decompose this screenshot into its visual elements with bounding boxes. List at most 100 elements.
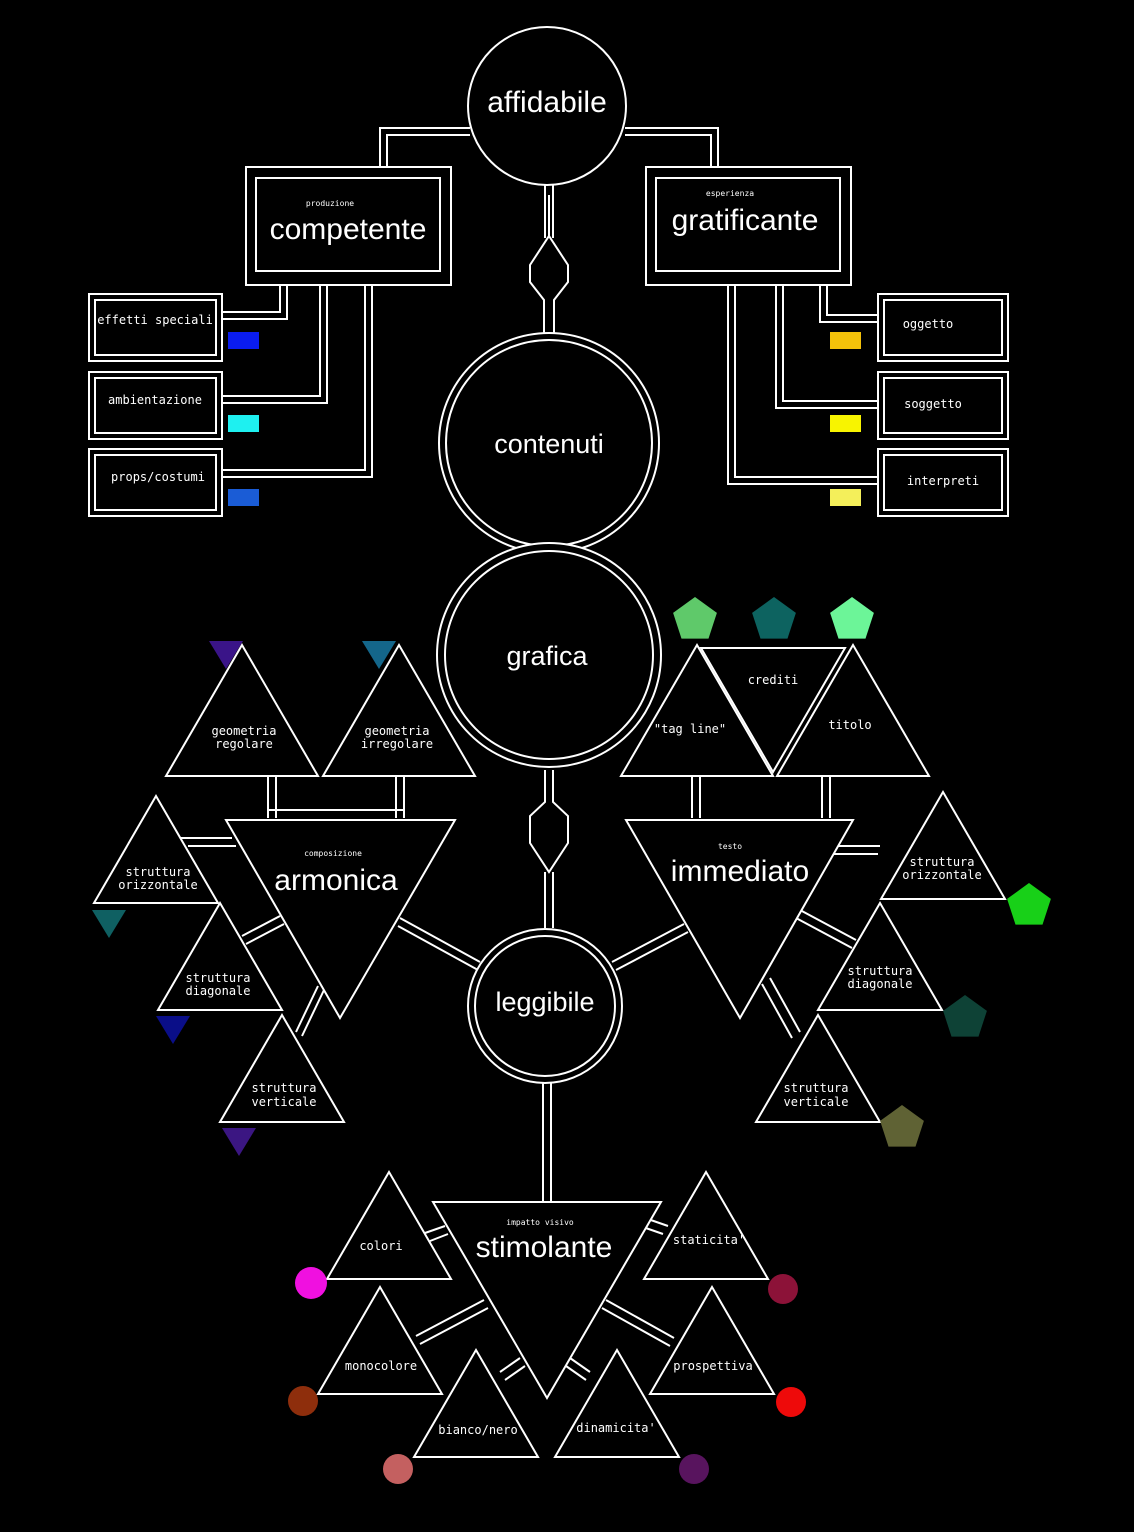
ambientazione-label: ambientazione <box>108 393 202 407</box>
geometria-regolare-marker <box>209 641 243 669</box>
crediti-marker <box>752 597 796 639</box>
prospettiva-label: prospettiva <box>673 1359 752 1373</box>
interpreti-swatch <box>830 489 861 506</box>
geometria-regolare-line2: regolare <box>215 737 273 751</box>
titolo-triangle <box>775 643 931 777</box>
grafica-label: grafica <box>506 641 588 671</box>
staticita-marker <box>768 1274 798 1304</box>
item-soggetto: soggetto <box>830 371 1009 440</box>
struttura-diagonale-imm-line1: struttura <box>847 964 912 978</box>
armonica-triangle <box>224 819 457 1020</box>
contenuti-label: contenuti <box>494 429 604 459</box>
struttura-verticale-imm-triangle <box>754 1013 882 1123</box>
titolo-label: titolo <box>828 718 871 732</box>
geometria-irregolare-marker <box>362 641 396 669</box>
competente-category: produzione <box>306 199 354 208</box>
stimolante-triangle <box>431 1201 663 1400</box>
oggetto-swatch <box>830 332 861 349</box>
struttura-orizzontale-arm-marker <box>92 910 126 938</box>
struttura-orizzontale-imm-line1: struttura <box>909 855 974 869</box>
bianco-nero-marker <box>383 1454 413 1484</box>
effetti-speciali-swatch <box>228 332 259 349</box>
stimolante-label: stimolante <box>476 1231 613 1264</box>
competente-label: competente <box>270 213 427 246</box>
node-affidabile: affidabile <box>467 26 627 186</box>
struttura-verticale-arm-marker <box>222 1128 256 1156</box>
struttura-orizzontale-arm-line2: orizzontale <box>118 878 197 892</box>
soggetto-swatch <box>830 415 861 432</box>
dinamicita-label: dinamicita' <box>576 1421 655 1435</box>
dinamicita-marker <box>679 1454 709 1484</box>
struttura-diagonale-arm-line2: diagonale <box>185 984 250 998</box>
node-leggibile: leggibile <box>467 928 623 1084</box>
geometria-regolare-line1: geometria <box>211 724 276 738</box>
node-gratificante: esperienza gratificante <box>645 166 852 286</box>
prospettiva-triangle <box>648 1285 776 1395</box>
props-costumi-swatch <box>228 489 259 506</box>
gratificante-label: gratificante <box>672 204 819 237</box>
struttura-verticale-arm-line2: verticale <box>251 1095 316 1109</box>
stimolante-cluster: colori staticita' monocolore prospettiva… <box>288 1170 806 1484</box>
prospettiva-marker <box>776 1387 806 1417</box>
soggetto-label: soggetto <box>904 397 962 411</box>
leggibile-label: leggibile <box>495 987 594 1017</box>
armonica-cluster: geometria regolare geometria irregolare … <box>92 641 477 1156</box>
titolo-marker <box>830 597 874 639</box>
item-ambientazione: ambientazione <box>88 371 259 440</box>
bianco-nero-triangle <box>412 1348 540 1458</box>
struttura-verticale-arm-line1: struttura <box>251 1081 316 1095</box>
props-costumi-label: props/costumi <box>111 470 205 484</box>
immediato-triangle <box>624 819 855 1021</box>
monocolore-marker <box>288 1386 318 1416</box>
struttura-verticale-imm-marker <box>880 1105 924 1147</box>
struttura-diagonale-imm-marker <box>943 995 987 1037</box>
node-contenuti: contenuti <box>438 332 660 554</box>
struttura-orizzontale-arm-line1: struttura <box>125 865 190 879</box>
colori-label: colori <box>359 1239 402 1253</box>
immediato-cluster: "tag line" titolo crediti struttura oriz… <box>619 597 1051 1147</box>
colori-marker <box>295 1267 327 1299</box>
struttura-orizzontale-arm-triangle <box>92 794 220 904</box>
ambientazione-swatch <box>228 415 259 432</box>
geometria-irregolare-line1: geometria <box>364 724 429 738</box>
staticita-label: staticita' <box>673 1233 745 1247</box>
geometria-regolare-triangle <box>164 643 320 777</box>
oggetto-label: oggetto <box>903 317 954 331</box>
staticita-triangle <box>642 1170 770 1280</box>
affidabile-label: affidabile <box>487 86 607 119</box>
interpreti-label: interpreti <box>907 474 979 488</box>
item-oggetto: oggetto <box>830 293 1009 362</box>
item-effetti-speciali: effetti speciali <box>88 293 259 362</box>
immediato-category: testo <box>718 842 742 851</box>
node-competente: produzione competente <box>245 166 452 286</box>
struttura-diagonale-imm-line2: diagonale <box>847 977 912 991</box>
effetti-speciali-label: effetti speciali <box>97 313 213 327</box>
crediti-label: crediti <box>748 673 799 687</box>
struttura-verticale-imm-line2: verticale <box>783 1095 848 1109</box>
crediti-triangle <box>699 647 847 774</box>
struttura-diagonale-imm-triangle <box>816 901 944 1011</box>
monocolore-triangle <box>316 1285 444 1395</box>
struttura-orizzontale-imm-line2: orizzontale <box>902 868 981 882</box>
tag-line-label: "tag line" <box>654 722 726 736</box>
struttura-verticale-imm-line1: struttura <box>783 1081 848 1095</box>
struttura-diagonale-arm-marker <box>156 1016 190 1044</box>
colori-triangle <box>325 1170 453 1280</box>
struttura-diagonale-arm-triangle <box>156 901 284 1011</box>
struttura-diagonale-arm-line1: struttura <box>185 971 250 985</box>
armonica-label: armonica <box>274 864 398 897</box>
monocolore-label: monocolore <box>345 1359 417 1373</box>
stimolante-category: impatto visivo <box>506 1218 574 1227</box>
item-props-costumi: props/costumi <box>88 448 259 517</box>
struttura-orizzontale-imm-marker <box>1007 883 1051 925</box>
tag-line-triangle <box>619 643 775 777</box>
tag-line-marker <box>673 597 717 639</box>
gratificante-category: esperienza <box>706 189 754 198</box>
bianco-nero-label: bianco/nero <box>438 1423 517 1437</box>
item-interpreti: interpreti <box>830 448 1009 517</box>
node-grafica: grafica <box>436 542 662 768</box>
struttura-orizzontale-imm-triangle <box>879 790 1007 900</box>
armonica-category: composizione <box>304 849 362 858</box>
immediato-label: immediato <box>671 855 809 888</box>
